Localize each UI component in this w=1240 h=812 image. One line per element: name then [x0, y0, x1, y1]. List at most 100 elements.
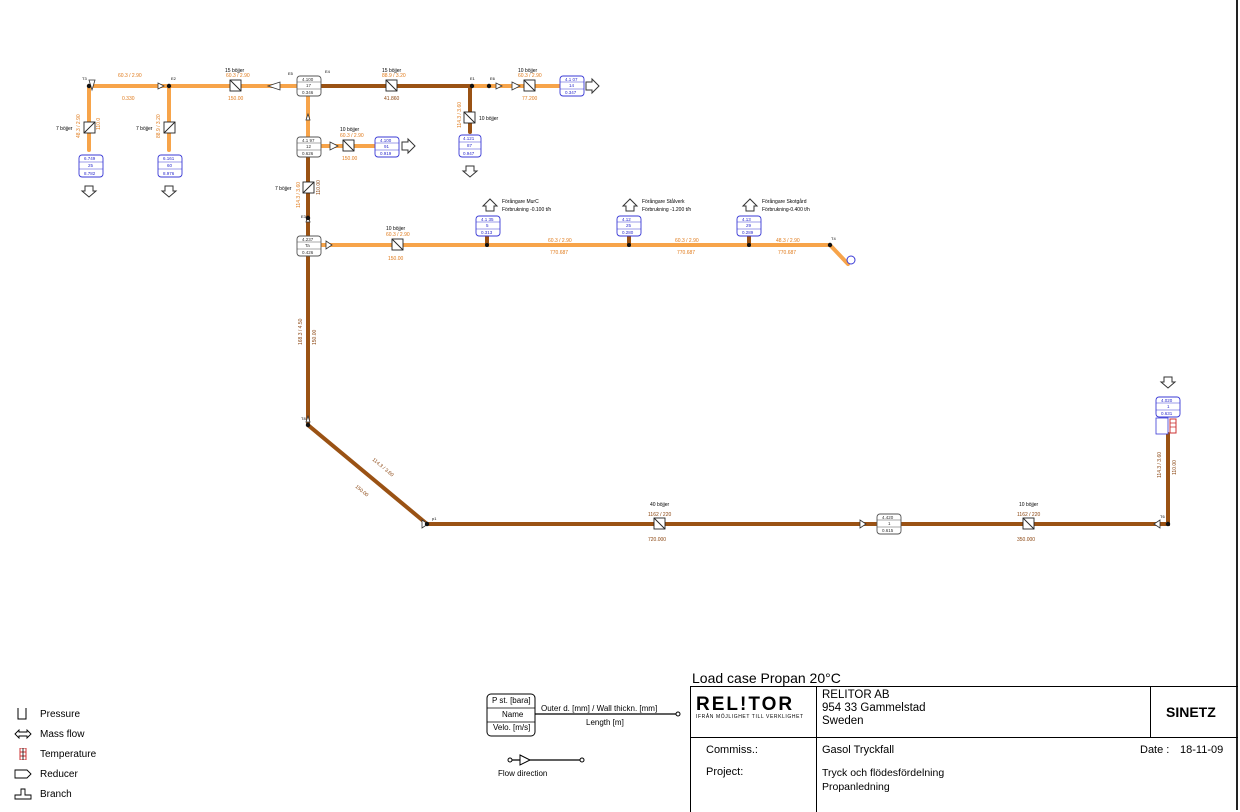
pipe-label: 1162 / 220 [648, 512, 671, 518]
valve-caption: 10 böjjer [386, 226, 406, 232]
point-id: T6 [1160, 514, 1165, 519]
down-arrow-icon [461, 165, 479, 178]
node-name: 1 [888, 521, 891, 526]
node-velocity: 0.313 [481, 230, 493, 235]
length-label: 110.0 [96, 118, 102, 130]
reducer-marker [266, 81, 281, 91]
company-postal: 954 33 Gammelstad [822, 702, 926, 714]
up-arrow-icon [621, 198, 639, 212]
divider [1150, 686, 1151, 737]
valve-10a [523, 79, 536, 92]
consumer-usage: Förbrukning -1.200 t/h [642, 207, 691, 213]
flow-marker [157, 82, 165, 90]
pipe-label: 88.9 / 3.20 [382, 73, 406, 79]
legend-label: Reducer [40, 768, 78, 780]
pipe-label: 168.3 / 4.50 [298, 318, 304, 345]
junction-dot [1165, 521, 1171, 527]
pipe-label: 60.3 / 2.90 [118, 73, 142, 79]
node-name: 5 [486, 223, 489, 228]
node-velocity: 0.426 [302, 250, 314, 255]
node-velocity: 8.976 [163, 171, 175, 176]
flow-marker [329, 141, 339, 151]
node-pressure: 6.749 [84, 156, 96, 161]
pressure-icon [17, 708, 27, 720]
legend-label: Mass flow [40, 728, 85, 740]
pipe-label: 60.3 / 2.90 [548, 238, 572, 244]
pipe-label: 114.3 / 3.60 [1157, 452, 1163, 478]
node-velocity: 0.626 [302, 151, 314, 156]
reducer-marker [511, 81, 521, 91]
junction-dot [305, 215, 311, 221]
key-name-label: Name [502, 710, 524, 719]
pipe-label: 60.3 / 2.90 [226, 73, 250, 79]
logo-wordmark: REL!TOR [696, 694, 795, 715]
length-label: 41.860 [384, 96, 400, 102]
point-id: T8 [301, 416, 306, 421]
reducer-icon [14, 769, 32, 779]
node-box: 6.749 25 8.782 [78, 154, 104, 178]
valve-7c [302, 181, 315, 194]
legend-row: Branch [14, 788, 72, 800]
key-legend: P st. [bara] Name Velo. [m/s] Outer d. [… [486, 692, 686, 780]
node-name: 29 [746, 223, 752, 228]
flow-marker [859, 519, 867, 529]
node-boxes: 6.749 25 8.782 6.161 60 8.976 4.100 17 0… [78, 75, 1181, 535]
node-pressure: 4.100 [380, 138, 392, 143]
valve-15b [385, 79, 398, 92]
node-pressure: 4.12 [622, 217, 631, 222]
project-line: Propanledning [822, 781, 890, 793]
legend-row: Temperature [14, 748, 96, 760]
pipe-label: 114.3 / 3.60 [457, 102, 463, 128]
flow-marker [495, 82, 503, 90]
legend-label: Pressure [40, 708, 81, 720]
valve-caption: 15 böjjer [225, 68, 245, 74]
valve-10e [1022, 517, 1035, 530]
legend-row: Reducer [14, 768, 78, 780]
node-pressure: 4.13 [742, 217, 751, 222]
node-velocity: 0.615 [882, 528, 894, 533]
junction-dot [747, 243, 751, 247]
divider [690, 686, 1238, 687]
junctions [86, 83, 1171, 527]
point-ids: T3 E2 E5 E4 E1 E6 E3 T4 T8 p1 T6 [82, 69, 1165, 521]
right-arrow-icon [401, 137, 416, 155]
mass-flow-arrows [80, 77, 1177, 389]
node-velocity: 0.280 [622, 230, 634, 235]
flow-marker [325, 240, 333, 250]
legend-label: Temperature [40, 748, 97, 760]
junction-dot [469, 83, 475, 89]
point-id: E3 [301, 214, 307, 219]
valve-caption: 7 böjjer [275, 186, 292, 192]
length-label: 770.687 [778, 250, 796, 256]
node-name: 91 [384, 144, 390, 149]
pipe-middle-end [828, 243, 850, 266]
divider [816, 686, 817, 812]
node-velocity: 0.631 [1161, 411, 1173, 416]
legend-row: Pressure [14, 708, 80, 720]
length-label: 770.687 [677, 250, 695, 256]
valve-caption: 15 böjjer [382, 68, 402, 74]
consumer-labels: Förångare MurC Förbrukning -0.100 t/h Fö… [502, 198, 810, 213]
valve-captions: 15 böjjer 15 böjjer 10 böjjer 10 böjjer … [56, 68, 1039, 508]
junction-dot [485, 243, 489, 247]
valves [83, 79, 1035, 530]
length-label: 350.000 [1017, 537, 1035, 543]
divider [690, 686, 691, 812]
valve-15a [229, 79, 242, 92]
up-arrow-icon [741, 198, 759, 212]
node-pressure: 4.1 07 [565, 77, 578, 82]
load-case-title: Load case Propan 20°C [692, 670, 841, 686]
node-velocity: 0.347 [565, 90, 577, 95]
project-label: Project: [706, 766, 744, 778]
point-id: E5 [288, 71, 294, 76]
point-id: p1 [432, 516, 437, 521]
logo-tagline: IFRÅN MÖJLIGHET TILL VERKLIGHET [696, 714, 804, 720]
node-box: 4.12 25 0.280 [616, 215, 642, 237]
key-diagram [486, 693, 681, 766]
title-block: REL!TOR IFRÅN MÖJLIGHET TILL VERKLIGHET … [690, 686, 1238, 812]
node-name: Ta [305, 243, 310, 248]
node-name: 87 [467, 143, 473, 148]
point-id: E2 [171, 76, 177, 81]
node-box: 4.13 29 0.289 [736, 215, 762, 237]
